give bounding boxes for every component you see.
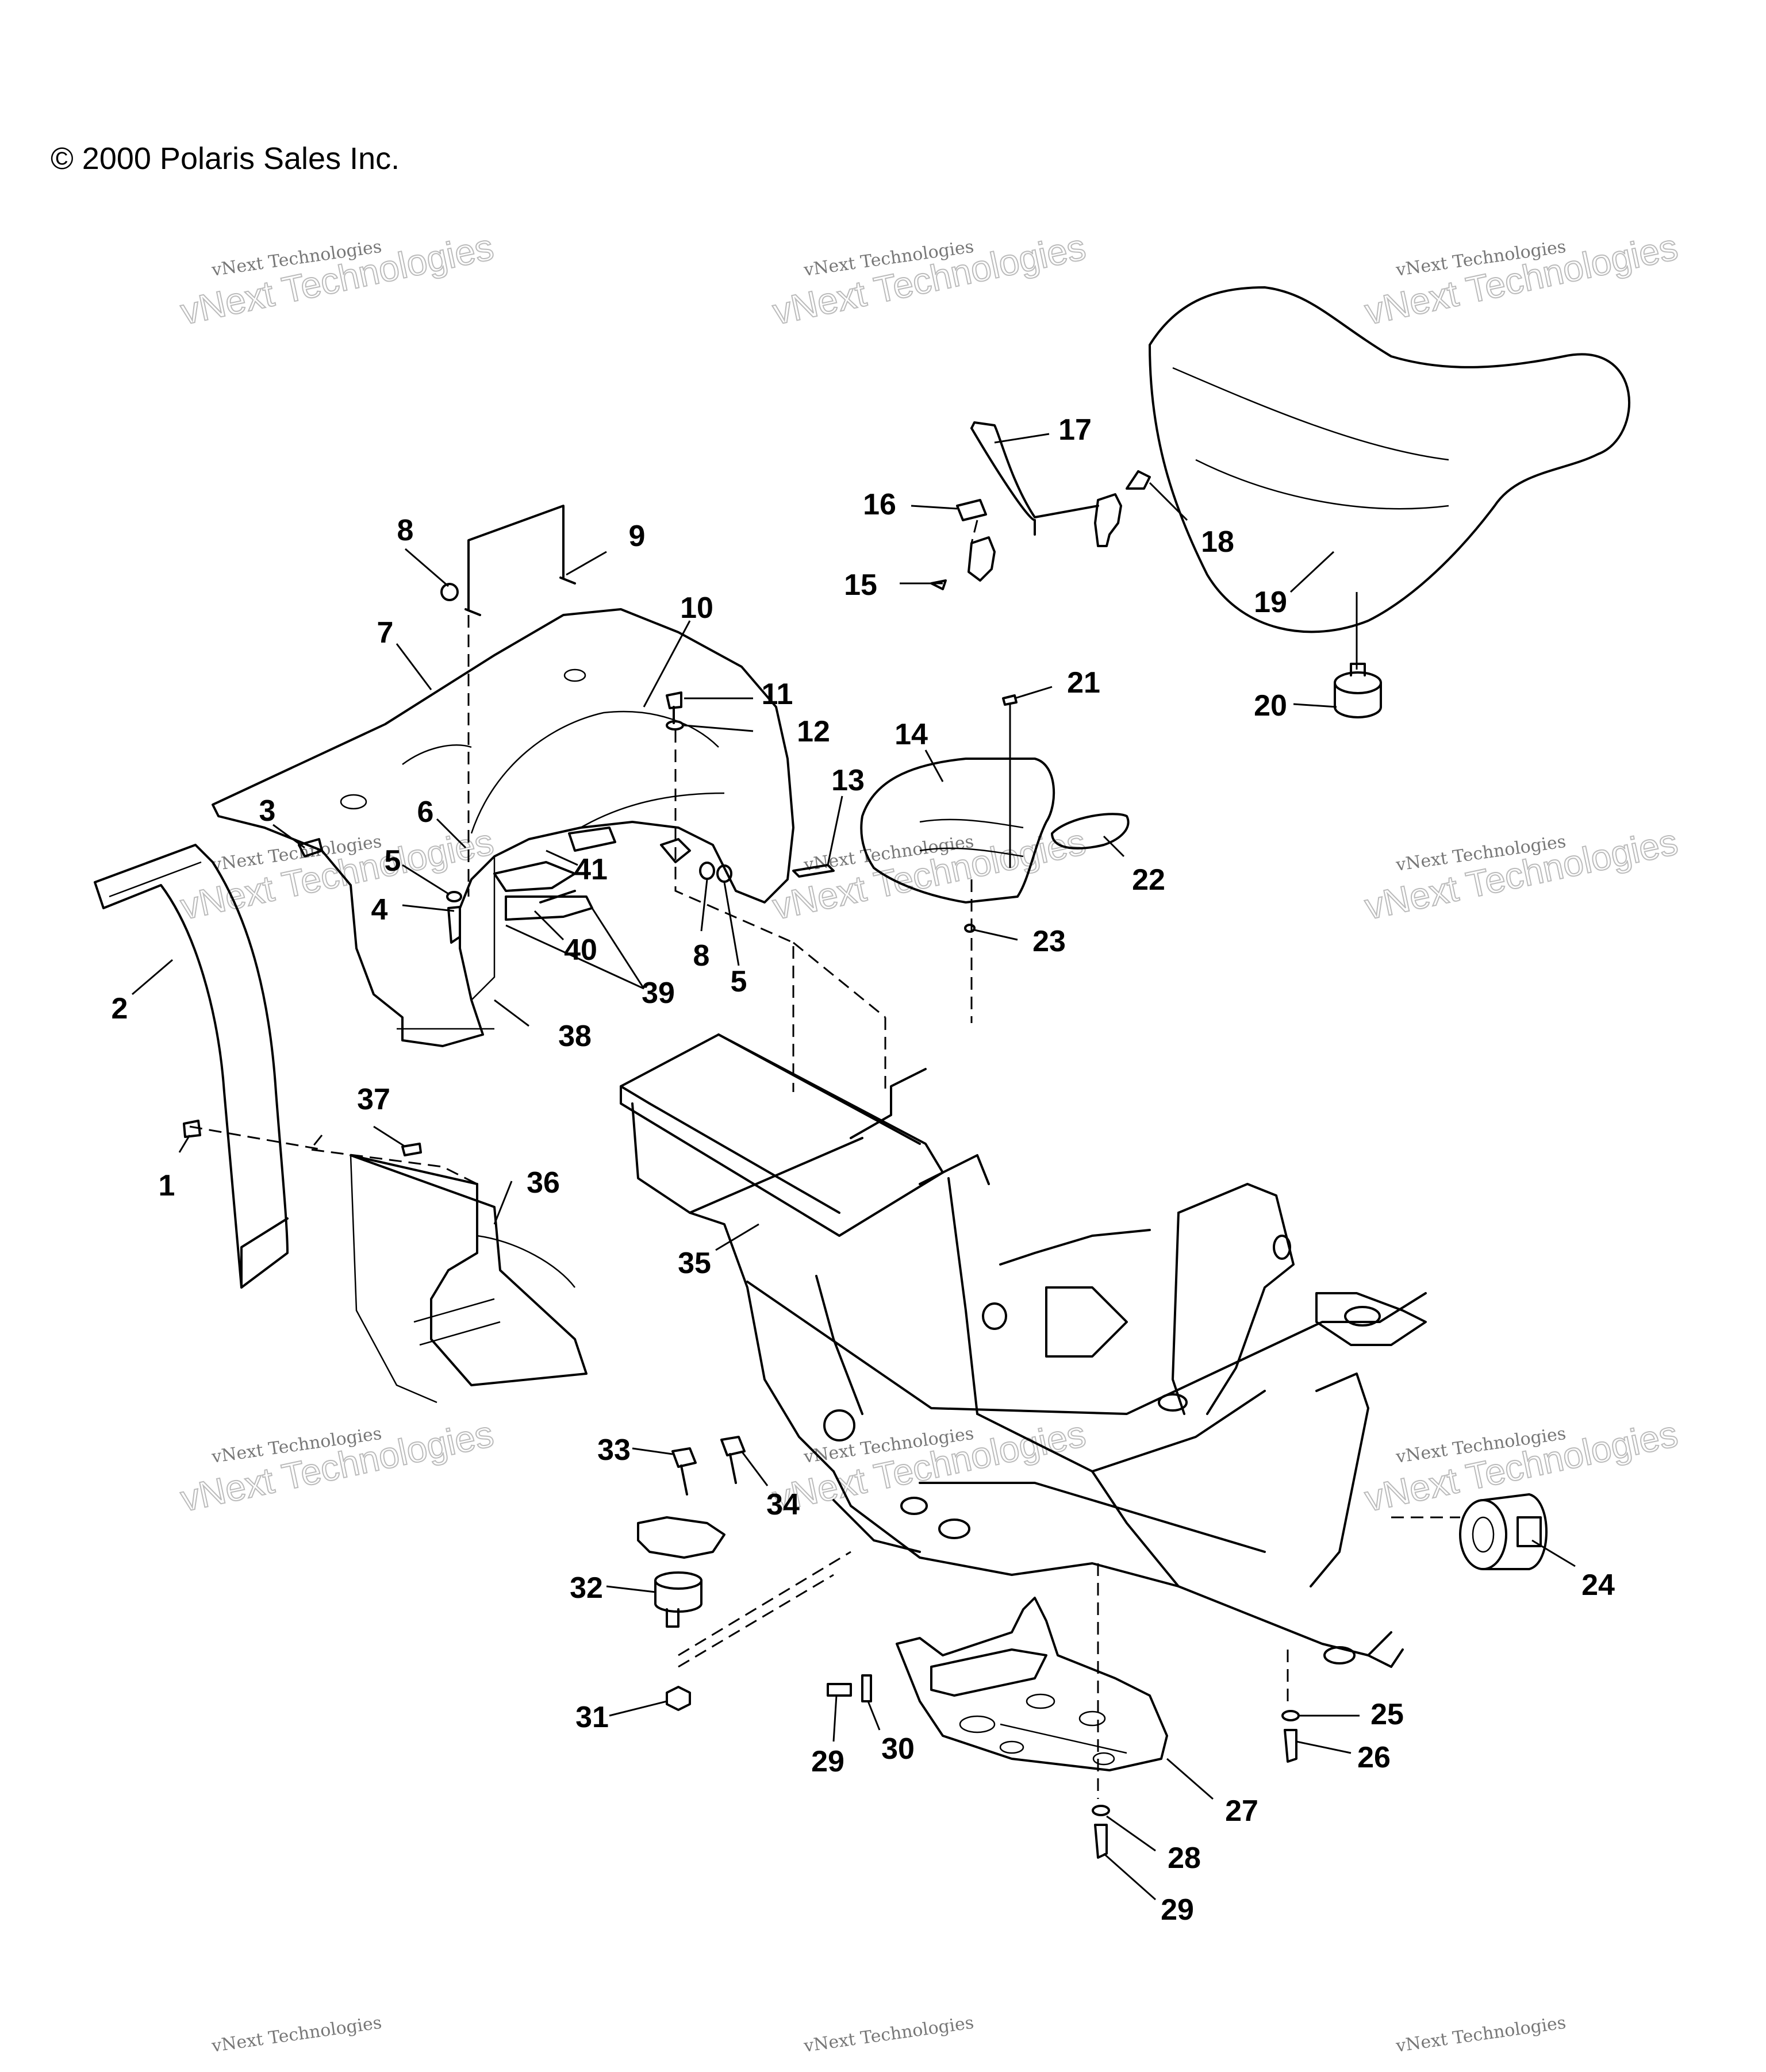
seat-latch-drawing	[930, 421, 1151, 590]
callout-28: 28	[1168, 1842, 1201, 1875]
watermark: vNext Technologies	[210, 2013, 383, 2056]
callout-24: 24	[1581, 1569, 1615, 1602]
svg-text:vNext Technologies: vNext Technologies	[1361, 821, 1681, 928]
frame-drawing	[620, 1033, 1427, 1668]
callout-41: 41	[574, 853, 608, 886]
svg-text:vNext Technologies: vNext Technologies	[1361, 1413, 1681, 1520]
engine-mount-drawing	[637, 1516, 725, 1628]
rack-support-drawing	[464, 505, 576, 616]
callout-33: 33	[597, 1433, 631, 1467]
callout-22: 22	[1132, 863, 1165, 897]
callout-11: 11	[762, 678, 793, 711]
watermark: vNext Technologies vNext Technologies	[769, 1412, 1090, 1520]
callout-4: 4	[371, 893, 388, 927]
callout-19: 19	[1254, 586, 1287, 619]
copyright-notice: © 2000 Polaris Sales Inc.	[51, 141, 400, 176]
watermark: vNext Technologies	[802, 2013, 975, 2056]
callout-36: 36	[527, 1166, 560, 1200]
callout-35: 35	[678, 1247, 711, 1280]
callout-8: 8	[397, 514, 414, 547]
callout-31: 31	[575, 1701, 609, 1734]
callout-30: 30	[881, 1732, 915, 1766]
watermark: vNext Technologies vNext Technologies	[1361, 1412, 1682, 1520]
callout-2: 2	[112, 992, 128, 1025]
seat-drawing	[1149, 286, 1630, 633]
callout-20: 20	[1254, 689, 1287, 722]
callout-5: 5	[385, 844, 401, 878]
callout-12: 12	[797, 715, 830, 748]
callout-37: 37	[357, 1083, 390, 1116]
watermarks: vNext Technologies vNext Technologies vN…	[176, 225, 1682, 2056]
watermark: vNext Technologies	[1394, 2013, 1567, 2056]
callout-14: 14	[894, 718, 928, 751]
callout-6: 6	[417, 795, 434, 829]
seat-bumper-drawing	[1334, 592, 1382, 718]
svg-text:vNext Technologies: vNext Technologies	[769, 226, 1089, 333]
callout-18: 18	[1201, 525, 1234, 559]
rear-rack-drawing	[94, 844, 289, 1289]
callout-1: 1	[159, 1169, 175, 1202]
svg-text:vNext Technologies: vNext Technologies	[177, 226, 497, 333]
front-fender-drawing	[860, 758, 1055, 904]
svg-text:vNext Technologies: vNext Technologies	[1361, 226, 1681, 333]
callouts: 1 2 3 4 5 5 6 7 8 8 9 10 11 12 13 14 15 …	[112, 413, 1615, 1927]
fasteners-drawing	[298, 583, 1300, 1859]
watermark: vNext Technologies vNext Technologies	[176, 1412, 498, 1520]
callout-29: 29	[811, 1745, 844, 1778]
footwell-drawing	[350, 1154, 588, 1404]
callout-13: 13	[831, 764, 865, 797]
callout-5: 5	[731, 965, 747, 998]
callout-10: 10	[680, 591, 713, 625]
svg-text:vNext Technologies: vNext Technologies	[210, 2013, 383, 2056]
svg-text:vNext Technologies: vNext Technologies	[769, 1413, 1089, 1520]
assembly-lines	[189, 615, 1460, 1799]
callout-27: 27	[1225, 1794, 1258, 1828]
callout-16: 16	[863, 488, 896, 521]
callout-8: 8	[693, 939, 710, 972]
callout-25: 25	[1370, 1698, 1404, 1731]
callout-3: 3	[259, 794, 276, 828]
callout-15: 15	[844, 568, 877, 602]
mud-flap-drawing	[505, 890, 593, 921]
callout-21: 21	[1067, 666, 1100, 699]
callout-7: 7	[377, 616, 394, 649]
watermark: vNext Technologies vNext Technologies	[176, 225, 498, 333]
callout-34: 34	[766, 1488, 800, 1521]
callout-23: 23	[1032, 925, 1066, 958]
callout-40: 40	[564, 933, 597, 967]
callout-26: 26	[1357, 1741, 1391, 1774]
callout-17: 17	[1058, 413, 1092, 447]
skid-plate-drawing	[896, 1597, 1168, 1771]
callout-39: 39	[642, 977, 675, 1010]
svg-text:vNext Technologies: vNext Technologies	[1394, 2013, 1567, 2056]
callout-38: 38	[558, 1020, 592, 1053]
svg-text:vNext Technologies: vNext Technologies	[177, 1413, 497, 1520]
watermark: vNext Technologies vNext Technologies	[769, 225, 1090, 333]
leader-lines	[132, 433, 1576, 1901]
callout-32: 32	[570, 1571, 603, 1605]
svg-text:vNext Technologies: vNext Technologies	[802, 2013, 975, 2056]
watermark: vNext Technologies vNext Technologies	[1361, 225, 1682, 333]
watermark: vNext Technologies vNext Technologies	[1361, 820, 1682, 928]
air-filter-drawing	[1459, 1493, 1548, 1570]
rear-fender-drawing	[212, 608, 794, 1047]
callout-9: 9	[629, 520, 646, 553]
callout-29: 29	[1161, 1893, 1194, 1927]
decal-drawing	[1051, 813, 1130, 849]
